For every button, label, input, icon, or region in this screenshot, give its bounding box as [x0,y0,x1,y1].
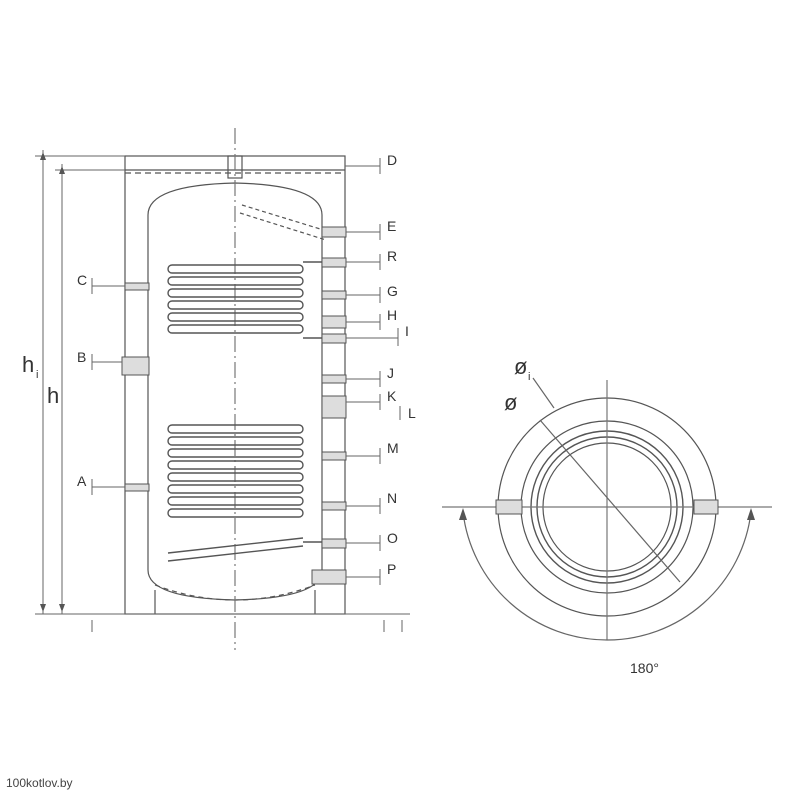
label-h-total-sub: i [36,369,38,381]
label-g: G [387,283,398,299]
fitting-p [311,569,347,585]
height-arrows [40,152,65,612]
angle-arrows [459,508,755,520]
fitting-m [321,451,347,461]
left-label-leaders [91,278,125,495]
fitting-i [321,333,347,344]
label-e: E [387,218,396,234]
label-h: h [47,383,59,408]
label-h-total: h [22,352,34,377]
label-h: H [387,307,397,323]
right-fittings [311,226,347,585]
label-l: L [408,405,416,421]
fitting-e [321,226,347,238]
label-r: R [387,248,397,264]
label-k: K [387,388,397,404]
top-view-fittings [495,499,719,515]
label-a: A [77,473,87,489]
label-c: C [77,272,87,288]
label-n: N [387,490,397,506]
label-b: B [77,349,86,365]
fitting-j [321,374,347,384]
height-dimensions [35,150,410,632]
side-pipe-left [495,499,523,515]
label-j: J [387,365,394,381]
anode-pipe [239,204,331,241]
fitting-n [321,501,347,511]
lower-coil [167,424,345,562]
tank-top-view [442,377,772,641]
side-pipe-right [693,499,719,515]
fitting-c [124,282,150,291]
label-o: O [387,530,398,546]
right-label-leaders [345,158,401,585]
outer-diameter-leader [532,377,555,409]
watermark: 100kotlov.by [6,776,73,790]
label-m: M [387,440,399,456]
label-diameter-outer-sub: i [528,371,530,383]
upper-coil [167,261,345,339]
left-fittings [121,282,150,492]
label-diameter-outer: ø [514,354,527,379]
angle-arc [462,511,752,641]
fitting-o [321,538,347,549]
fitting-g [321,290,347,300]
label-diameter-inner: ø [504,390,517,415]
label-p: P [387,561,396,577]
diameter-line [539,419,681,583]
label-i: I [405,323,409,339]
fitting-a [124,483,150,492]
fitting-h [321,315,347,329]
fitting-b [121,356,150,376]
fitting-k [321,395,347,419]
label-d: D [387,152,397,168]
label-angle: 180° [630,660,659,676]
fitting-r [321,257,347,268]
